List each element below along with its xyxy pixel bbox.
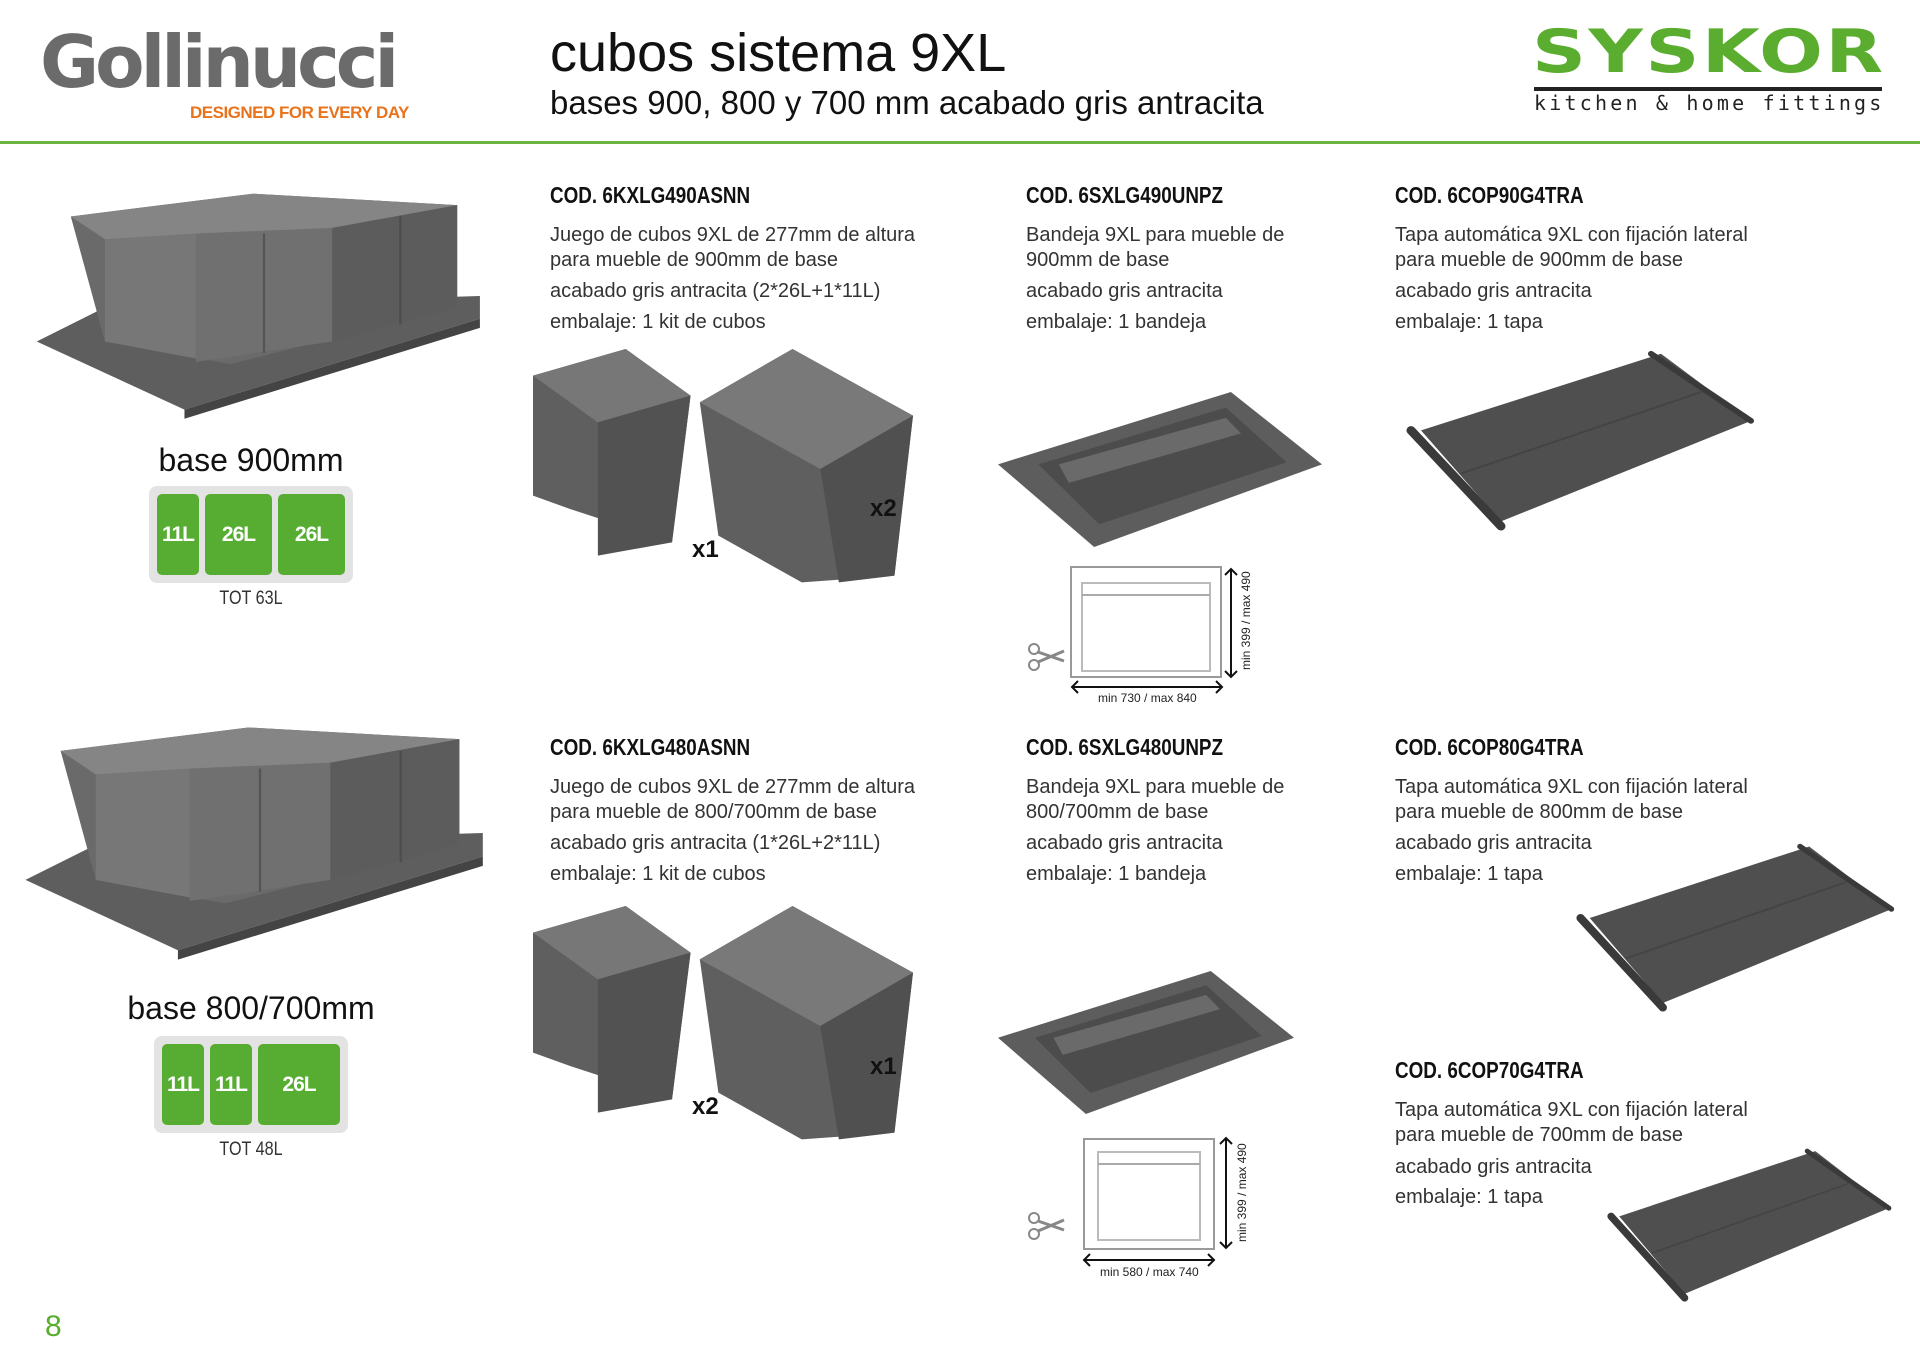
total-capacity-900: TOT 63L bbox=[219, 588, 283, 609]
product-desc: para mueble de 900mm de base bbox=[1395, 249, 1683, 271]
capacity-box-800: 11L 11L 26L bbox=[154, 1036, 348, 1133]
lid-image bbox=[1576, 842, 1896, 1012]
product-code: COD. 6KXLG490ASNN bbox=[550, 182, 751, 208]
product-desc: acabado gris antracita (2*26L+1*11L) bbox=[550, 280, 881, 302]
logo-divider bbox=[1534, 87, 1882, 91]
product-desc: Tapa automática 9XL con fijación lateral bbox=[1395, 224, 1748, 246]
product-desc: para mueble de 800/700mm de base bbox=[550, 801, 877, 823]
product-desc: Juego de cubos 9XL de 277mm de altura bbox=[550, 776, 916, 798]
capacity-chip: 26L bbox=[205, 494, 272, 575]
product-desc: acabado gris antracita bbox=[1395, 1156, 1592, 1178]
product-desc: embalaje: 1 tapa bbox=[1395, 1186, 1543, 1208]
capacity-chip: 11L bbox=[210, 1044, 252, 1125]
qty-large: x2 bbox=[870, 495, 897, 522]
bin-pair-image bbox=[533, 349, 913, 583]
product-code: COD. 6SXLG490UNPZ bbox=[1026, 182, 1224, 208]
product-desc: acabado gris antracita bbox=[1395, 832, 1592, 854]
dim-depth: min 399 / max 490 bbox=[1235, 1143, 1249, 1242]
gollinucci-tagline: DESIGNED FOR EVERY DAY bbox=[190, 103, 409, 122]
syskor-logo: SYSKOR bbox=[1532, 17, 1886, 87]
product-desc: embalaje: 1 tapa bbox=[1395, 863, 1543, 885]
product-desc: 800/700mm de base bbox=[1026, 801, 1209, 823]
base-900-label: base 900mm bbox=[158, 442, 344, 478]
product-code: COD. 6COP80G4TRA bbox=[1395, 734, 1584, 760]
product-desc: acabado gris antracita bbox=[1395, 280, 1592, 302]
qty-small: x1 bbox=[692, 536, 719, 563]
product-desc: acabado gris antracita bbox=[1026, 280, 1223, 302]
dim-width: min 580 / max 740 bbox=[1100, 1265, 1199, 1279]
product-code: COD. 6SXLG480UNPZ bbox=[1026, 734, 1224, 760]
product-code: COD. 6KXLG480ASNN bbox=[550, 734, 751, 760]
product-desc: Bandeja 9XL para mueble de bbox=[1026, 776, 1285, 798]
lid-image bbox=[1406, 349, 1756, 531]
product-desc: Bandeja 9XL para mueble de bbox=[1026, 224, 1285, 246]
page-number: 8 bbox=[45, 1310, 62, 1343]
product-desc: Tapa automática 9XL con fijación lateral bbox=[1395, 776, 1748, 798]
bin-set-800-image bbox=[24, 726, 484, 961]
tray-image bbox=[998, 392, 1322, 547]
tray-image bbox=[998, 971, 1294, 1114]
product-desc: embalaje: 1 kit de cubos bbox=[550, 311, 766, 333]
tray-dimension-diagram bbox=[1028, 566, 1238, 694]
dim-width: min 730 / max 840 bbox=[1098, 691, 1197, 705]
product-code: COD. 6COP90G4TRA bbox=[1395, 182, 1584, 208]
dim-depth: min 399 / max 490 bbox=[1239, 571, 1253, 670]
capacity-chip: 11L bbox=[157, 494, 199, 575]
capacity-chip: 26L bbox=[258, 1044, 340, 1125]
gollinucci-logo: Gollinucci bbox=[40, 20, 399, 104]
bin-set-900-image bbox=[35, 192, 482, 420]
product-desc: acabado gris antracita (1*26L+2*11L) bbox=[550, 832, 881, 854]
bin-pair-image bbox=[533, 906, 913, 1140]
product-code: COD. 6COP70G4TRA bbox=[1395, 1057, 1584, 1083]
tray-dimension-diagram bbox=[1028, 1136, 1233, 1267]
capacity-chip: 26L bbox=[278, 494, 345, 575]
product-desc: embalaje: 1 tapa bbox=[1395, 311, 1543, 333]
product-desc: acabado gris antracita bbox=[1026, 832, 1223, 854]
capacity-chip: 11L bbox=[162, 1044, 204, 1125]
product-desc: Juego de cubos 9XL de 277mm de altura bbox=[550, 224, 916, 246]
total-capacity-800: TOT 48L bbox=[219, 1139, 283, 1160]
scissors-icon bbox=[1028, 643, 1065, 671]
qty-small: x2 bbox=[692, 1093, 719, 1120]
product-desc: embalaje: 1 kit de cubos bbox=[550, 863, 766, 885]
header-divider bbox=[0, 141, 1920, 144]
product-desc: Tapa automática 9XL con fijación lateral bbox=[1395, 1099, 1748, 1121]
scissors-icon bbox=[1028, 1212, 1065, 1240]
lid-image bbox=[1607, 1147, 1893, 1302]
product-desc: embalaje: 1 bandeja bbox=[1026, 863, 1207, 885]
page-title: cubos sistema 9XL bbox=[550, 23, 1007, 83]
syskor-tagline: kitchen & home fittings bbox=[1534, 91, 1885, 115]
qty-large: x1 bbox=[870, 1053, 897, 1080]
product-desc: 900mm de base bbox=[1026, 249, 1170, 271]
product-desc: para mueble de 900mm de base bbox=[550, 249, 838, 271]
base-800-label: base 800/700mm bbox=[127, 990, 375, 1026]
product-desc: para mueble de 700mm de base bbox=[1395, 1124, 1683, 1146]
capacity-box-900: 11L 26L 26L bbox=[149, 486, 353, 583]
product-desc: para mueble de 800mm de base bbox=[1395, 801, 1683, 823]
page-subtitle: bases 900, 800 y 700 mm acabado gris ant… bbox=[550, 84, 1264, 121]
product-desc: embalaje: 1 bandeja bbox=[1026, 311, 1207, 333]
